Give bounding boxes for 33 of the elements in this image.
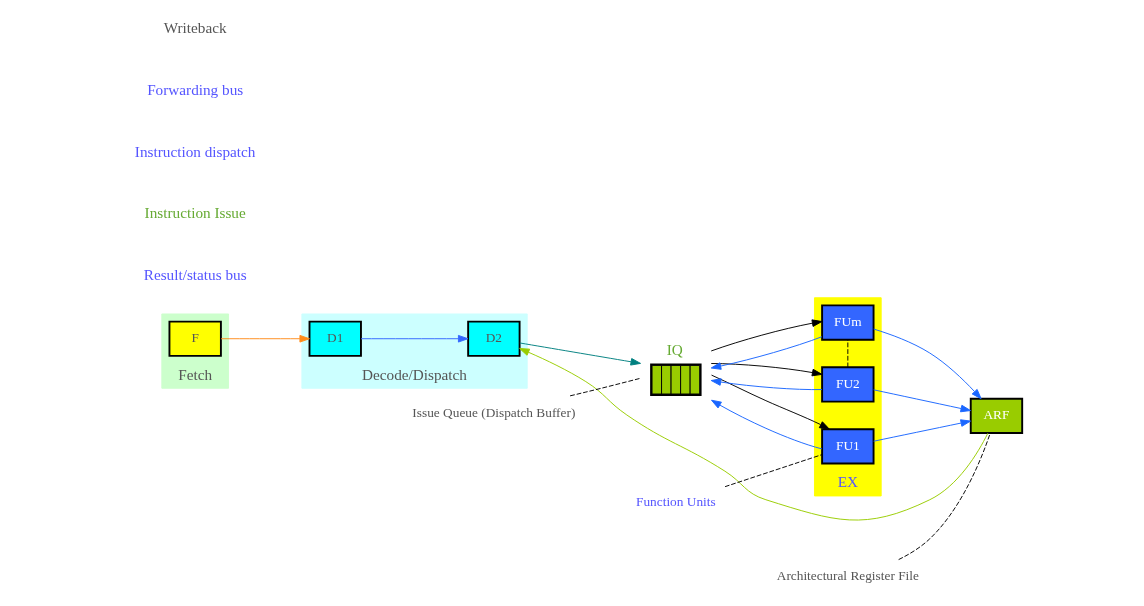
label: Instruction dispatch bbox=[134, 142, 256, 160]
connector bbox=[569, 377, 641, 397]
node-box: FUm bbox=[821, 304, 875, 341]
label: Writeback bbox=[163, 18, 227, 36]
arrow bbox=[710, 363, 823, 377]
arrow bbox=[710, 378, 823, 391]
arrow bbox=[360, 334, 469, 343]
connector bbox=[847, 339, 849, 368]
arrow bbox=[710, 319, 823, 352]
node-box: D2 bbox=[467, 320, 521, 357]
arrow bbox=[519, 342, 641, 366]
connector bbox=[724, 454, 823, 488]
connector bbox=[898, 432, 991, 561]
node-box: FU2 bbox=[821, 366, 875, 403]
node-text: Architectural Register File bbox=[776, 568, 919, 584]
node-box: ARF bbox=[969, 397, 1024, 434]
node-text: Issue Queue (Dispatch Buffer) bbox=[412, 404, 576, 420]
arrow bbox=[873, 389, 971, 413]
node-box: FU1 bbox=[821, 428, 875, 465]
arrow bbox=[873, 419, 971, 442]
node-box: F bbox=[168, 320, 222, 357]
arrow bbox=[711, 399, 823, 450]
label: Instruction Issue bbox=[144, 204, 246, 222]
arrow bbox=[711, 374, 830, 430]
node-label: IQ bbox=[666, 340, 683, 358]
arrow bbox=[519, 348, 989, 521]
label: Result/status bus bbox=[143, 266, 247, 284]
node-text: Function Units bbox=[636, 494, 716, 510]
node-box: D1 bbox=[308, 320, 362, 357]
arrow bbox=[873, 328, 982, 400]
arrow bbox=[220, 334, 310, 343]
arrow bbox=[710, 336, 823, 370]
label: Forwarding bus bbox=[147, 80, 244, 98]
